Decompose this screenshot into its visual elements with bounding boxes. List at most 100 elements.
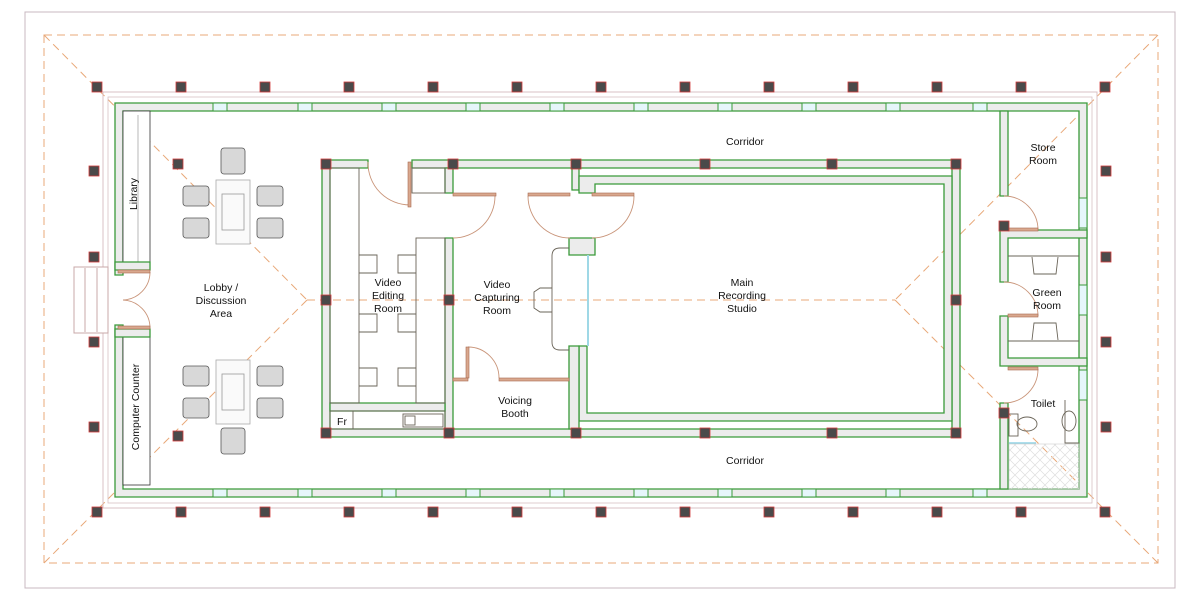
column: [679, 81, 691, 93]
column: [679, 506, 691, 518]
label-corridor-bottom: Corridor: [726, 455, 764, 467]
window: [972, 488, 988, 498]
editing-desks: [329, 167, 446, 404]
label-voicing-2: Booth: [501, 408, 529, 420]
label-editing-1: Video: [375, 277, 402, 289]
label-editing-3: Room: [374, 303, 402, 315]
window: [381, 488, 397, 498]
label-fridge: Fr: [337, 416, 347, 428]
door-video-editing[interactable]: [367, 161, 412, 208]
column: [763, 506, 775, 518]
chair: [256, 365, 284, 387]
column: [175, 506, 187, 518]
label-green-2: Room: [1033, 300, 1061, 312]
chair: [182, 365, 210, 387]
label-lobby-1: Lobby /: [204, 282, 239, 294]
window: [633, 488, 649, 498]
label-toilet: Toilet: [1031, 398, 1056, 410]
label-store-1: Store: [1030, 142, 1055, 154]
column: [826, 158, 838, 170]
column: [763, 81, 775, 93]
column: [998, 407, 1010, 419]
column: [1100, 336, 1112, 348]
kitchen-counter: [329, 410, 446, 430]
column: [88, 251, 100, 263]
column: [172, 430, 184, 442]
label-capturing-3: Room: [483, 305, 511, 317]
label-corridor-top: Corridor: [726, 136, 764, 148]
entrance-door[interactable]: [117, 269, 151, 330]
column: [950, 294, 962, 306]
window: [212, 102, 228, 112]
column: [847, 81, 859, 93]
window: [549, 102, 565, 112]
column: [259, 81, 271, 93]
label-studio-1: Main: [731, 277, 754, 289]
column: [1099, 81, 1111, 93]
table-rug: [215, 179, 251, 245]
window: [885, 102, 901, 112]
label-capturing-2: Capturing: [474, 292, 520, 304]
label-library: Library: [128, 177, 140, 210]
column: [950, 158, 962, 170]
chair: [182, 217, 210, 239]
computer-counter: [114, 328, 151, 486]
label-voicing-1: Voicing: [498, 395, 532, 407]
column: [931, 81, 943, 93]
window: [549, 488, 565, 498]
outer-walls: [114, 102, 1088, 498]
column: [427, 506, 439, 518]
label-capturing-1: Video: [484, 279, 511, 291]
columns: [88, 81, 1112, 518]
label-lobby-2: Discussion: [196, 295, 247, 307]
column: [91, 506, 103, 518]
room-labels: Corridor Corridor Library Computer Count…: [128, 136, 1062, 467]
library-shelf: [114, 110, 151, 271]
drawing-frame: [24, 11, 1176, 589]
door-voicing-booth[interactable]: [452, 346, 570, 382]
column: [91, 81, 103, 93]
door-video-capturing[interactable]: [452, 192, 497, 239]
column: [931, 506, 943, 518]
label-store-2: Room: [1029, 155, 1057, 167]
column: [447, 158, 459, 170]
column: [1015, 506, 1027, 518]
label-studio-3: Studio: [727, 303, 757, 315]
column: [595, 506, 607, 518]
table: [221, 193, 245, 231]
window: [465, 488, 481, 498]
window: [465, 102, 481, 112]
column: [343, 506, 355, 518]
column: [1100, 165, 1112, 177]
label-studio-2: Recording: [718, 290, 766, 302]
column: [443, 294, 455, 306]
column: [950, 427, 962, 439]
chair: [256, 185, 284, 207]
window: [801, 488, 817, 498]
column: [259, 506, 271, 518]
inner-walls: [321, 159, 961, 438]
column: [1100, 421, 1112, 433]
column: [88, 165, 100, 177]
column: [826, 427, 838, 439]
column: [172, 158, 184, 170]
column: [320, 294, 332, 306]
lobby-furniture: [182, 147, 284, 455]
window: [297, 102, 313, 112]
column: [1099, 506, 1111, 518]
right-room-doors[interactable]: [1003, 195, 1039, 404]
label-lobby-3: Area: [210, 308, 232, 320]
column: [320, 158, 332, 170]
window: [381, 102, 397, 112]
chair: [220, 147, 246, 175]
window: [972, 102, 988, 112]
column: [595, 81, 607, 93]
green-room-furniture: [1008, 255, 1079, 342]
column: [1015, 81, 1027, 93]
door-studio[interactable]: [527, 192, 635, 239]
column: [427, 81, 439, 93]
column: [320, 427, 332, 439]
chair: [220, 427, 246, 455]
column: [847, 506, 859, 518]
